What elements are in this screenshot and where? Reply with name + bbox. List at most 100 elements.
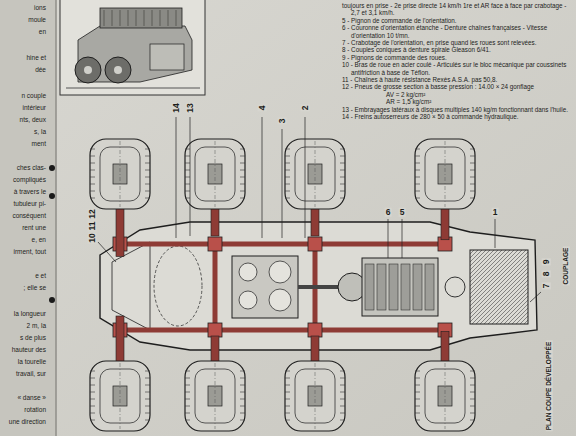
tread [415,399,420,400]
wheel-arm [441,207,449,240]
tread [90,378,95,379]
tread [470,170,475,171]
tread [240,371,245,372]
wheel-arm [311,336,319,363]
cooling-fin [104,10,105,26]
tread [285,149,290,150]
page-text-fragment: rent une [22,225,46,232]
tread [185,406,190,407]
cylinder [389,264,398,310]
tread [470,184,475,185]
tread [415,156,420,157]
tire [90,139,150,209]
cooling-fin [176,10,177,26]
tread [90,413,95,414]
cooling-fin [136,10,137,26]
tread [340,371,345,372]
cooling-fin [144,10,145,26]
cylinder [377,264,386,310]
tread [470,163,475,164]
tread [470,406,475,407]
tread [240,156,245,157]
cooling-fin [168,10,169,26]
tread [340,156,345,157]
legend-entry: 9 - Pignons de commande des roues. [342,54,572,61]
tread [340,163,345,164]
tread [285,371,290,372]
legend-entry: 6 - Couronne d'orientation étanche - Den… [342,24,572,39]
left-page [0,0,56,436]
callout-number: 6 [385,208,392,217]
bevel-gear-box [208,323,222,337]
tread [240,177,245,178]
leader-line [262,117,263,238]
cylinder [425,264,434,310]
tread [240,184,245,185]
tread [240,163,245,164]
tread [185,149,190,150]
centre-line [215,363,216,429]
tread [285,170,290,171]
leader-line [305,117,306,238]
legend-entry: 7 - Crabotage de l'orientation, en prise… [342,39,572,46]
callout-number: 10 [88,232,97,243]
page-text-fragment: compliqués [13,177,46,184]
tread [470,385,475,386]
tread [240,420,245,421]
tread [415,163,420,164]
tread [285,399,290,400]
tread [285,385,290,386]
tread [470,191,475,192]
tire [185,139,245,209]
bevel-gear-box [308,237,322,251]
tread [415,420,420,421]
tread [340,385,345,386]
tread [340,420,345,421]
tread [90,406,95,407]
tire [90,361,150,431]
tread [285,420,290,421]
wheel-arm [116,316,124,363]
centre-line [315,141,316,207]
tread [415,149,420,150]
tire [415,139,475,209]
callout-number: 7 [542,283,551,290]
tread [90,385,95,386]
tread [90,184,95,185]
tread [285,378,290,379]
tread [145,149,150,150]
tread [185,371,190,372]
tread [145,413,150,414]
cylinder-head [100,8,182,28]
tire [285,361,345,431]
tread [415,184,420,185]
tread [340,413,345,414]
legend-entry: AR = 1,5 kg/cm² [342,98,572,105]
tread [145,170,150,171]
page-text-fragment: hauteur des [12,347,46,354]
page-text-fragment: e, en [32,237,46,244]
legend-entry: toujours en prise - 2e prise directe 14 … [342,2,572,17]
tread [145,156,150,157]
page-text-fragment: hine et [26,55,46,62]
tread [415,385,420,386]
tread [145,385,150,386]
cooling-fin [160,10,161,26]
base-line [66,88,200,89]
tread [240,392,245,393]
tread [415,413,420,414]
tread [285,163,290,164]
cooling-fin [152,10,153,26]
tread [470,378,475,379]
cylinder [401,264,410,310]
binder-hole [49,297,55,303]
tire [285,139,345,209]
tread [340,198,345,199]
tread [145,184,150,185]
tread [145,198,150,199]
tread [340,149,345,150]
bevel-gear-box [308,323,322,337]
leader-line [388,219,389,258]
centre-line [445,141,446,207]
